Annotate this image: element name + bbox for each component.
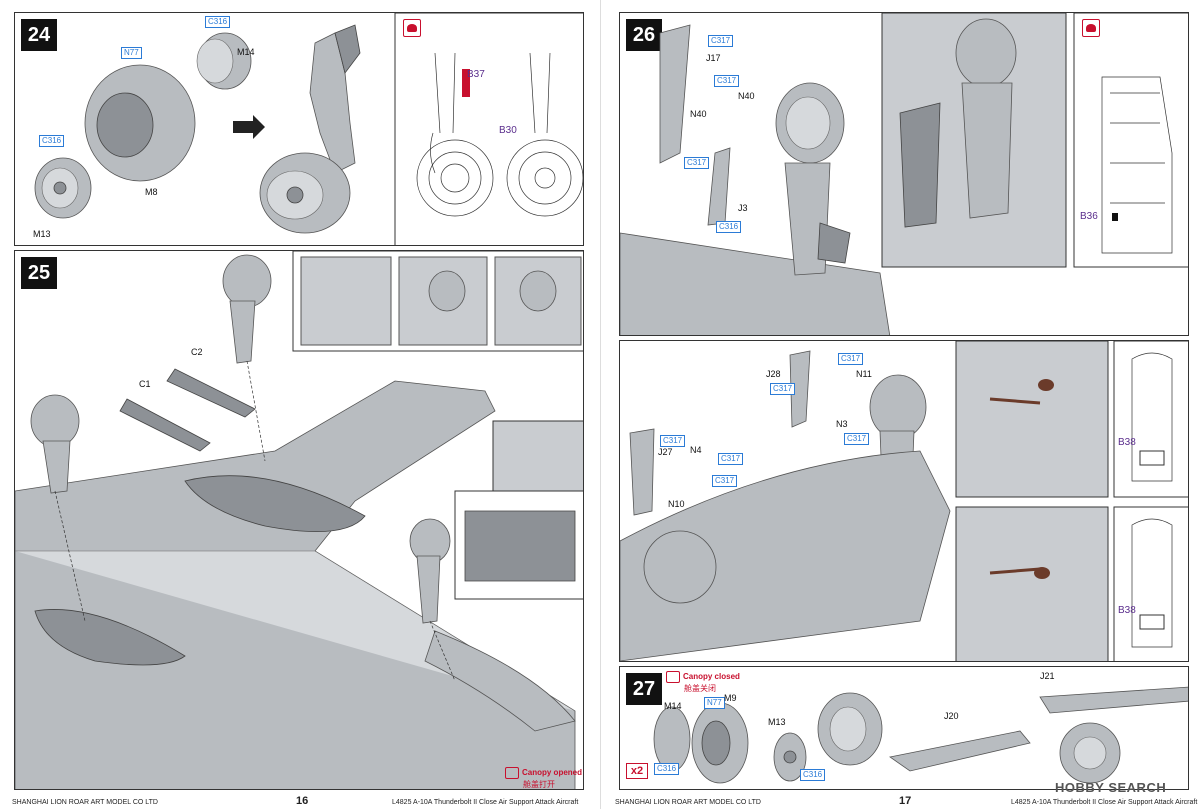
callout-c316: C316 (716, 221, 742, 233)
footer-product: L4825 A-10A Thunderbolt II Close Air Sup… (392, 799, 579, 806)
paint-code-b38: B38 (1118, 437, 1136, 448)
watermark: HOBBY SEARCH (1055, 780, 1167, 795)
callout-c317: C317 (712, 475, 738, 487)
callout-c317: C317 (684, 157, 710, 169)
step-27-panel: 27 Canopy closed 舱盖关闭 x2 M14 N77 M9 C316… (619, 666, 1189, 790)
step-25-panel: 25 (14, 250, 584, 790)
label-n40: N40 (738, 91, 755, 101)
canopy-closed-note: Canopy closed 舱盖关闭 (666, 671, 740, 694)
paint-icon (1082, 19, 1100, 37)
label-m8: M8 (145, 187, 158, 197)
step-number: 25 (21, 257, 57, 289)
paint-icon (403, 19, 421, 37)
callout-c316: C316 (39, 135, 65, 147)
label-j28: J28 (766, 369, 781, 379)
label-j3: J3 (738, 203, 748, 213)
step-number: 24 (21, 19, 57, 51)
paint-code-b37: B37 (467, 69, 485, 80)
label-m14: M14 (664, 701, 682, 711)
step-26-panel: 26 C317 J17 C317 N40 N40 C317 J (619, 12, 1189, 336)
callout-n77: N77 (704, 697, 725, 709)
step-26-continued-illustration (620, 341, 1188, 661)
paint-code-b38: B38 (1118, 605, 1136, 616)
step-number: 27 (626, 673, 662, 705)
label-j17: J17 (706, 53, 721, 63)
paint-code-b36: B36 (1080, 211, 1098, 222)
footer-product: L4825 A-10A Thunderbolt II Close Air Sup… (1011, 799, 1198, 806)
label-j21: J21 (1040, 671, 1055, 681)
label-m14: M14 (237, 47, 255, 57)
callout-c317: C317 (838, 353, 864, 365)
footer-company: SHANGHAI LION ROAR ART MODEL CO LTD (12, 799, 158, 806)
callout-c317: C317 (708, 35, 734, 47)
label-m13: M13 (768, 717, 786, 727)
callout-c317: C317 (714, 75, 740, 87)
page-number: 16 (296, 795, 309, 807)
label-j27: J27 (658, 447, 673, 457)
step-26-illustration (620, 13, 1188, 335)
label-n11: N11 (856, 369, 872, 379)
step-24-panel: 24 (14, 12, 584, 246)
callout-c317: C317 (718, 453, 744, 465)
step-26-continued-panel: J28 C317 C317 N11 N3 C317 C317 J27 N4 C3… (619, 340, 1189, 662)
callout-c316: C316 (654, 763, 680, 775)
callout-c316: C316 (205, 16, 231, 28)
callout-c317: C317 (770, 383, 796, 395)
callout-n77: N77 (121, 47, 142, 59)
paint-code-b30: B30 (499, 125, 517, 136)
callout-c317: C317 (660, 435, 686, 447)
step-27-illustration (653, 686, 1188, 784)
label-n10: N10 (668, 499, 685, 509)
right-page: 26 C317 J17 C317 N40 N40 C317 J (600, 0, 1200, 809)
step-25-illustration (15, 251, 583, 789)
label-j20: J20 (944, 711, 959, 721)
canopy-icon (505, 767, 519, 779)
label-c2: C2 (191, 347, 203, 357)
label-c1: C1 (139, 379, 151, 389)
step-24-illustration (34, 13, 583, 245)
callout-c316: C316 (800, 769, 826, 781)
left-page: 24 (12, 12, 584, 807)
page-number: 17 (899, 795, 912, 807)
canopy-icon (666, 671, 680, 683)
label-n4: N4 (690, 445, 702, 455)
callout-c317: C317 (844, 433, 870, 445)
footer-company: SHANGHAI LION ROAR ART MODEL CO LTD (615, 799, 761, 806)
step-number: 26 (626, 19, 662, 51)
label-m9: M9 (724, 693, 737, 703)
label-n40: N40 (690, 109, 707, 119)
canopy-opened-note: Canopy opened 舱盖打开 (505, 767, 582, 789)
quantity-x2-badge: x2 (626, 763, 648, 779)
label-n3: N3 (836, 419, 848, 429)
label-m13: M13 (33, 229, 51, 239)
